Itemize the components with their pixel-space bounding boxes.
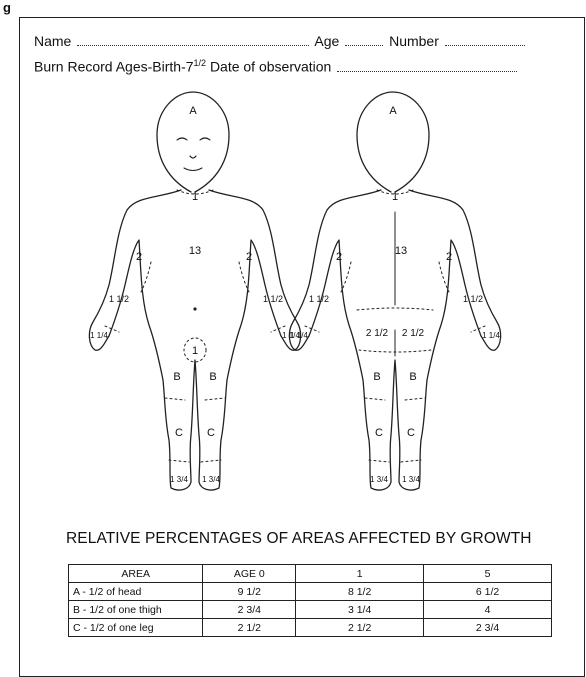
cell-area: A - 1/2 of head (69, 583, 203, 601)
front-figure: A 1 13 2 2 1 1/2 1 1/2 1 1/4 1 1/4 1 B B… (89, 92, 300, 490)
identity-row: Name Age Number (34, 33, 527, 49)
front-label-leg-right: C (207, 427, 215, 439)
table-row: B - 1/2 of one thigh 2 3/4 3 1/4 4 (69, 601, 552, 619)
cell-area: C - 1/2 of one leg (69, 619, 203, 637)
cell-age-0: 2 3/4 (203, 601, 296, 619)
figure-label: g (3, 0, 11, 15)
cell-age-1: 8 1/2 (296, 583, 424, 601)
back-label-trunk: 13 (395, 245, 407, 257)
front-navel (193, 307, 196, 310)
front-label-neck: 1 (192, 191, 198, 203)
front-label-genital: 1 (192, 345, 198, 357)
table-title: RELATIVE PERCENTAGES OF AREAS AFFECTED B… (66, 530, 532, 548)
back-label-buttock-left: 2 1/2 (366, 328, 389, 339)
number-field[interactable] (445, 35, 525, 46)
front-body-outline (89, 190, 300, 490)
front-label-leg-left: C (175, 427, 183, 439)
back-figure: A 1 13 2 2 1 1/2 1 1/2 1 1/4 1 1/4 2 1/2… (289, 92, 500, 490)
cell-age-5: 6 1/2 (424, 583, 552, 601)
growth-percentage-table: AREA AGE 0 1 5 A - 1/2 of head 9 1/2 8 1… (68, 564, 552, 637)
back-label-neck: 1 (392, 191, 398, 203)
table-row: A - 1/2 of head 9 1/2 8 1/2 6 1/2 (69, 583, 552, 601)
cell-age-5: 4 (424, 601, 552, 619)
back-label-forearm-left: 1 1/2 (309, 294, 329, 304)
name-field[interactable] (77, 35, 309, 46)
back-label-buttock-right: 2 1/2 (402, 328, 425, 339)
front-label-forearm-right: 1 1/2 (263, 294, 283, 304)
cell-area: B - 1/2 of one thigh (69, 601, 203, 619)
cell-age-5: 2 3/4 (424, 619, 552, 637)
age-field[interactable] (345, 35, 383, 46)
observation-label: Date of observation (210, 59, 331, 75)
cell-age-0: 2 1/2 (203, 619, 296, 637)
front-label-thigh-right: B (209, 371, 216, 383)
back-label-hand-right: 1 1/4 (482, 331, 500, 340)
record-label-fraction: 1/2 (194, 58, 207, 68)
front-label-foot-left: 1 3/4 (170, 475, 188, 484)
back-label-thigh-right: B (409, 371, 416, 383)
front-label-upper-arm-right: 2 (246, 251, 252, 263)
front-zone-lines (105, 190, 285, 462)
back-label-hand-left: 1 1/4 (290, 331, 308, 340)
age-label: Age (314, 33, 339, 49)
table-row: C - 1/2 of one leg 2 1/2 2 1/2 2 3/4 (69, 619, 552, 637)
number-label: Number (389, 33, 439, 49)
record-label: Burn Record Ages-Birth-7 (34, 59, 194, 75)
front-label-foot-right: 1 3/4 (202, 475, 220, 484)
back-label-forearm-right: 1 1/2 (463, 294, 483, 304)
front-label-thigh-left: B (173, 371, 180, 383)
observation-date-field[interactable] (337, 61, 517, 72)
back-label-leg-left: C (375, 427, 383, 439)
body-diagrams: A 1 13 2 2 1 1/2 1 1/2 1 1/4 1 1/4 1 B B… (19, 80, 579, 520)
name-label: Name (34, 33, 71, 49)
back-label-head: A (389, 105, 397, 117)
record-row: Burn Record Ages-Birth-71/2 Date of obse… (34, 58, 519, 75)
back-label-upper-arm-left: 2 (336, 251, 342, 263)
table-header-row: AREA AGE 0 1 5 (69, 565, 552, 583)
back-label-thigh-left: B (373, 371, 380, 383)
cell-age-1: 3 1/4 (296, 601, 424, 619)
column-header-age-1: 1 (296, 565, 424, 583)
column-header-area: AREA (69, 565, 203, 583)
back-label-leg-right: C (407, 427, 415, 439)
column-header-age-0: AGE 0 (203, 565, 296, 583)
cell-age-1: 2 1/2 (296, 619, 424, 637)
back-label-upper-arm-right: 2 (446, 251, 452, 263)
column-header-age-5: 5 (424, 565, 552, 583)
front-face (177, 138, 210, 171)
front-label-hand-left: 1 1/4 (90, 331, 108, 340)
front-label-head: A (189, 105, 197, 117)
front-region-labels: A 1 13 2 2 1 1/2 1 1/2 1 1/4 1 1/4 1 B B… (90, 105, 300, 484)
cell-age-0: 9 1/2 (203, 583, 296, 601)
back-label-foot-right: 1 3/4 (402, 475, 420, 484)
back-label-foot-left: 1 3/4 (370, 475, 388, 484)
front-label-trunk: 13 (189, 245, 201, 257)
front-label-forearm-left: 1 1/2 (109, 294, 129, 304)
front-label-upper-arm-left: 2 (136, 251, 142, 263)
